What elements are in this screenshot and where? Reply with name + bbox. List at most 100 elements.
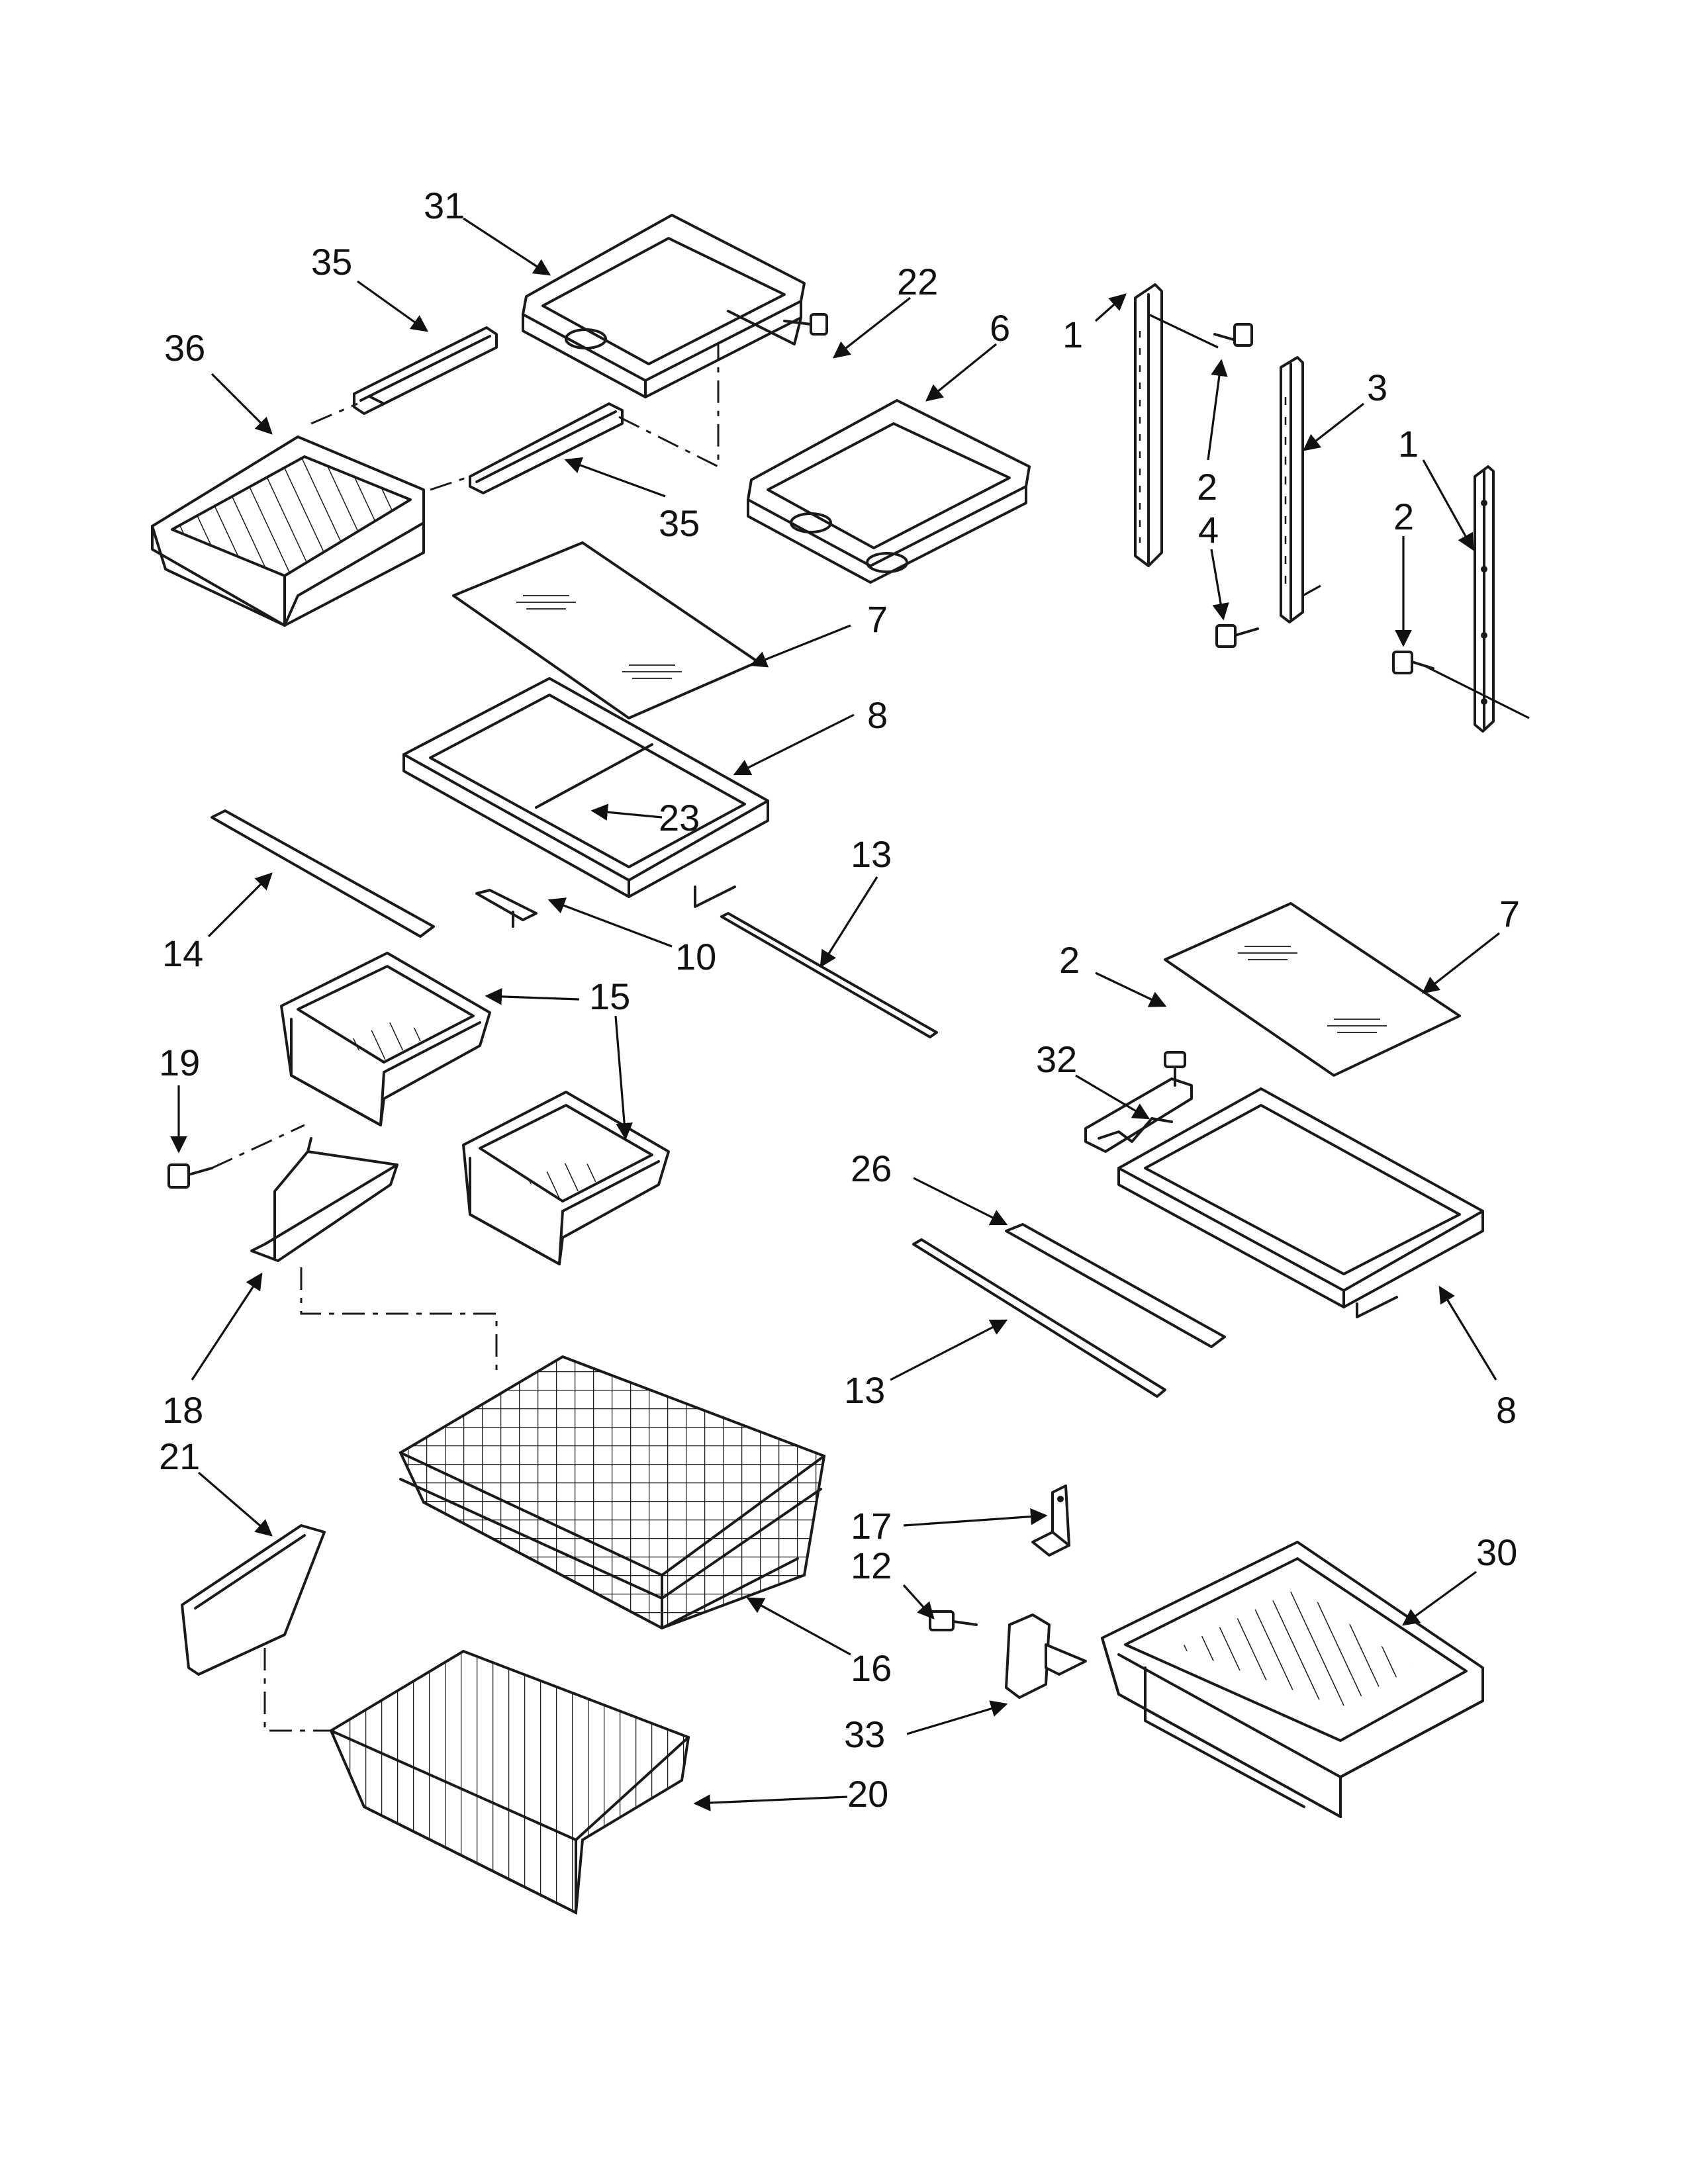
leader-7b (1421, 932, 1500, 994)
leader-4 (1210, 549, 1229, 621)
leader-21 (197, 1471, 273, 1537)
callout-22: 22 (897, 261, 938, 302)
leader-13b (890, 1319, 1008, 1381)
part-10-clip (475, 889, 538, 928)
part-21-divider (181, 1524, 326, 1676)
part-22-screw (783, 313, 828, 336)
callout-30: 30 (1476, 1531, 1517, 1573)
leader-15b (614, 1015, 633, 1140)
leader-7a (749, 624, 851, 668)
leader-22 (832, 296, 911, 359)
part-4-screw (1215, 624, 1259, 648)
callout-15: 15 (589, 976, 630, 1017)
leader-32 (1075, 1074, 1150, 1120)
callout-7-upper: 7 (867, 598, 888, 640)
leader-20 (693, 1794, 848, 1811)
part-8-shelf-frame-upper (402, 677, 769, 908)
leader-8b (1438, 1285, 1497, 1381)
leader-1a (1094, 293, 1127, 322)
leader-16 (746, 1597, 851, 1656)
part-33-drawer-stop (1005, 1614, 1087, 1699)
leader-2c (1095, 972, 1167, 1007)
part-7-glass-shelf-upper (452, 541, 759, 719)
leader-15a (485, 988, 580, 1005)
part-30-pan-drawer (1101, 1541, 1484, 1818)
dash-36-35b (430, 475, 471, 491)
part-12-screw (929, 1610, 978, 1631)
callout-32: 32 (1036, 1038, 1077, 1080)
callout-13-lower: 13 (844, 1369, 885, 1411)
dash-18-16 (300, 1267, 498, 1370)
callout-19: 19 (159, 1042, 200, 1083)
part-35-upper-rail (353, 326, 498, 415)
dash-36-35 (310, 402, 358, 425)
part-1-left-standard (1134, 283, 1163, 567)
leader-33 (906, 1700, 1008, 1735)
dash-19-18 (211, 1124, 305, 1169)
callout-14: 14 (162, 933, 203, 974)
callout-7-lower: 7 (1499, 893, 1520, 934)
part-7-glass-shelf-lower (1164, 902, 1461, 1077)
part-31-shelf-frame (522, 214, 806, 398)
part-6-shelf-frame (747, 399, 1031, 584)
callout-8-lower: 8 (1496, 1389, 1517, 1431)
line-1a-diagonal (1148, 313, 1219, 349)
part-3-center-standard (1280, 356, 1304, 623)
callout-35-upper: 35 (311, 241, 352, 283)
callout-8-upper: 8 (867, 694, 888, 736)
leader-23 (590, 803, 663, 821)
part-35-lower-rail (469, 402, 624, 494)
part-1-right-standard (1474, 465, 1495, 733)
part-2-screw-a (1213, 323, 1253, 347)
dash-31-35 (618, 344, 720, 469)
callout-16: 16 (851, 1647, 892, 1689)
leader-8a (733, 713, 855, 776)
callout-4: 4 (1198, 509, 1219, 551)
part-36-wire-drawer (151, 435, 425, 627)
leader-1b (1422, 459, 1474, 551)
line-3-diagonal (1302, 584, 1321, 597)
leader-35b (564, 457, 666, 498)
leader-26 (913, 1177, 1008, 1226)
part-13-trim-upper (720, 912, 938, 1038)
callout-13-upper: 13 (851, 833, 892, 875)
dash-21-20 (263, 1648, 334, 1732)
leader-31 (463, 217, 551, 276)
callout-36: 36 (164, 327, 205, 369)
leader-17 (903, 1508, 1048, 1527)
callout-20: 20 (847, 1773, 888, 1815)
leader-12 (902, 1584, 935, 1619)
callout-35-lower: 35 (659, 502, 700, 544)
leader-36 (211, 373, 273, 435)
callout-2-upper: 2 (1197, 466, 1217, 508)
part-2-screw-b (1392, 651, 1434, 674)
part-26-trim (1005, 1223, 1226, 1348)
leader-3 (1302, 402, 1364, 451)
part-8-shelf-frame-lower (1117, 1087, 1484, 1318)
part-15-crisper-left (280, 952, 491, 1126)
leader-18 (191, 1272, 263, 1381)
part-13-trim-lower (912, 1238, 1166, 1398)
part-17-clip (1031, 1484, 1070, 1557)
part-2-screw-c (1164, 1051, 1186, 1087)
part-15-crisper-right (462, 1091, 670, 1265)
callout-10: 10 (675, 936, 716, 978)
leader-13a (820, 876, 878, 968)
leader-35a (357, 280, 429, 332)
callout-17: 17 (851, 1505, 892, 1547)
part-16-wire-basket (399, 1355, 826, 1630)
leader-2a (1207, 359, 1228, 461)
callout-1-left: 1 (1062, 314, 1083, 355)
callout-2-lower: 2 (1059, 939, 1080, 981)
callout-2-right: 2 (1393, 496, 1414, 537)
leader-6 (925, 343, 998, 402)
callout-12: 12 (851, 1545, 892, 1586)
part-14-trim-strip (211, 809, 435, 938)
callout-31: 31 (424, 185, 465, 226)
part-18-basket-hanger (250, 1137, 399, 1262)
part-20-wire-basket (329, 1649, 690, 1915)
leader-30 (1401, 1570, 1477, 1626)
callout-26: 26 (851, 1148, 892, 1189)
leader-14 (207, 872, 273, 938)
